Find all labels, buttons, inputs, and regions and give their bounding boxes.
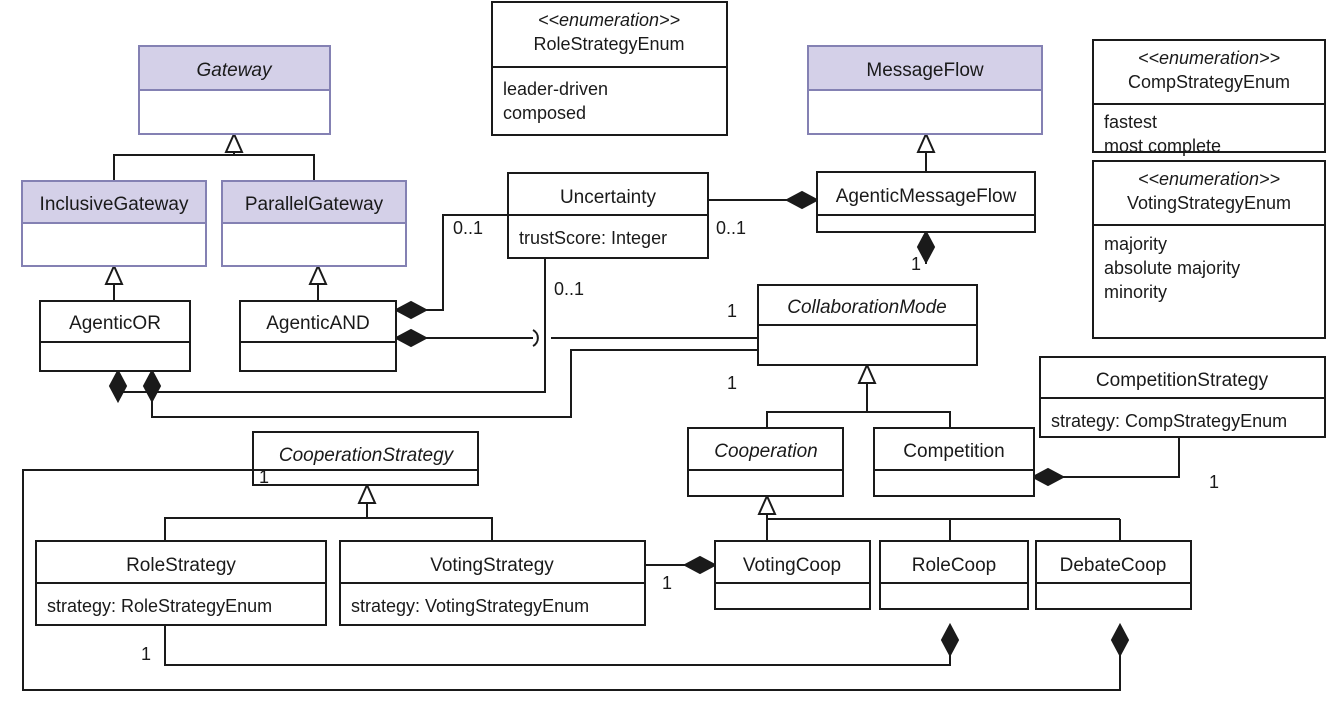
class-gateway[interactable]: Gateway	[138, 45, 331, 135]
class-competition-strategy-attribute: strategy: CompStrategyEnum	[1051, 411, 1287, 431]
composition-diamond-debatecoop-coopstrategy	[1110, 622, 1130, 658]
multiplicity-label: 1	[911, 254, 921, 274]
class-role-strategy-name: RoleStrategy	[126, 555, 236, 576]
class-agentic-and[interactable]: AgenticAND	[239, 300, 397, 372]
generalization-rolestrategy-to-coopstrategy	[164, 494, 368, 541]
enumeration-role-strategy-enum-stereotype: <<enumeration>>	[538, 10, 680, 30]
class-parallel-gateway-name: ParallelGateway	[245, 194, 384, 215]
generalization-parallel-to-gateway	[234, 154, 315, 181]
class-voting-strategy-name: VotingStrategy	[430, 555, 554, 576]
multiplicity-label: 1	[662, 573, 672, 593]
generalization-arrow-messageflow	[916, 131, 936, 153]
enumeration-role-strategy-enum[interactable]: <<enumeration>> RoleStrategyEnum leader-…	[491, 1, 728, 136]
generalization-cooperation-to-collabmode	[766, 374, 868, 437]
class-agentic-or-name: AgenticOR	[69, 313, 161, 334]
class-voting-coop[interactable]: VotingCoop	[714, 540, 871, 610]
class-agentic-message-flow-name: AgenticMessageFlow	[836, 186, 1017, 207]
class-role-coop-name: RoleCoop	[912, 555, 997, 576]
enumeration-literal: fastest	[1104, 112, 1157, 132]
multiplicity-label: 0..1	[716, 218, 746, 238]
class-agentic-and-name: AgenticAND	[266, 313, 370, 334]
enumeration-literal: leader-driven	[503, 79, 608, 99]
class-voting-strategy-attribute: strategy: VotingStrategyEnum	[351, 596, 589, 616]
markers-layer	[104, 131, 1130, 658]
class-collaboration-mode[interactable]: CollaborationMode	[757, 284, 978, 366]
composition-diamond-agenticand-collabmode	[393, 328, 429, 348]
composition-diamond-agenticor-collabmode	[142, 368, 162, 404]
class-competition-strategy-name: CompetitionStrategy	[1096, 370, 1269, 391]
enumeration-literal: minority	[1104, 282, 1167, 302]
composition-debatecoop-coopstrategy	[22, 469, 1121, 691]
class-message-flow-name: MessageFlow	[866, 60, 983, 81]
generalization-arrow-collaborationmode	[857, 362, 877, 384]
multiplicity-label: 1	[259, 467, 269, 487]
class-uncertainty-attribute: trustScore: Integer	[519, 228, 667, 248]
enumeration-literal: most complete	[1104, 136, 1221, 156]
composition-diamond-competition-strategy	[1030, 467, 1066, 487]
composition-diamond-rolecoop-rolestrategy	[940, 622, 960, 658]
generalization-arrow-cooperation	[757, 493, 777, 515]
class-uncertainty-name: Uncertainty	[560, 187, 657, 208]
composition-competition-strategy	[1048, 437, 1180, 478]
class-gateway-name: Gateway	[197, 60, 273, 81]
class-competition-strategy[interactable]: CompetitionStrategy strategy: CompStrate…	[1039, 356, 1326, 438]
enumeration-voting-strategy-enum[interactable]: <<enumeration>> VotingStrategyEnum major…	[1092, 160, 1326, 339]
multiplicity-label: 1	[727, 373, 737, 393]
enumeration-voting-strategy-enum-name: VotingStrategyEnum	[1127, 193, 1291, 213]
class-parallel-gateway[interactable]: ParallelGateway	[221, 180, 407, 267]
class-debate-coop-name: DebateCoop	[1060, 555, 1167, 576]
class-agentic-or[interactable]: AgenticOR	[39, 300, 191, 372]
class-role-coop[interactable]: RoleCoop	[879, 540, 1029, 610]
enumeration-role-strategy-enum-name: RoleStrategyEnum	[533, 34, 684, 54]
enumeration-comp-strategy-enum-name: CompStrategyEnum	[1128, 72, 1290, 92]
class-message-flow[interactable]: MessageFlow	[807, 45, 1043, 135]
multiplicity-labels-layer: 0..1 0..1 0..1 1 1 1 1 1 1 1	[141, 218, 1219, 664]
line-hop-arc	[532, 329, 539, 347]
composition-rolecoop-rolestrategy	[164, 625, 951, 666]
composition-diamond-votingcoop-votingstrategy	[682, 555, 718, 575]
class-competition-name: Competition	[903, 441, 1004, 462]
class-debate-coop[interactable]: DebateCoop	[1035, 540, 1192, 610]
composition-diamond-amf-uncertainty	[784, 190, 820, 210]
composition-diamond-agenticand-uncertainty	[393, 300, 429, 320]
enumeration-voting-strategy-enum-stereotype: <<enumeration>>	[1138, 169, 1280, 189]
multiplicity-label: 1	[141, 644, 151, 664]
generalization-arrow-parallel	[308, 263, 328, 285]
generalization-arrow-coopstrategy	[357, 482, 377, 504]
multiplicity-label: 1	[1209, 472, 1219, 492]
class-competition[interactable]: Competition	[873, 427, 1035, 497]
class-uncertainty[interactable]: Uncertainty trustScore: Integer	[507, 172, 709, 259]
class-cooperation-name: Cooperation	[714, 441, 818, 462]
class-voting-coop-name: VotingCoop	[743, 555, 841, 576]
class-inclusive-gateway-name: InclusiveGateway	[40, 194, 189, 215]
enumeration-comp-strategy-enum-stereotype: <<enumeration>>	[1138, 48, 1280, 68]
class-inclusive-gateway[interactable]: InclusiveGateway	[21, 180, 207, 267]
generalization-arrow-inclusive	[104, 263, 124, 285]
class-cooperation-strategy[interactable]: CooperationStrategy	[252, 431, 479, 486]
composition-diamond-amf-collabmode	[916, 229, 936, 265]
generalization-inclusive-to-gateway	[113, 143, 235, 181]
enumeration-literal: majority	[1104, 234, 1167, 254]
class-role-strategy-attribute: strategy: RoleStrategyEnum	[47, 596, 272, 616]
class-cooperation[interactable]: Cooperation	[687, 427, 844, 497]
class-collaboration-mode-name: CollaborationMode	[787, 297, 947, 318]
enumeration-literal: absolute majority	[1104, 258, 1240, 278]
enumeration-comp-strategy-enum[interactable]: <<enumeration>> CompStrategyEnum fastest…	[1092, 39, 1326, 156]
multiplicity-label: 1	[727, 301, 737, 321]
composition-diamond-agenticor-uncertainty	[108, 368, 128, 404]
multiplicity-label: 0..1	[554, 279, 584, 299]
composition-agenticor-collaborationmode	[151, 349, 758, 418]
enumeration-literal: composed	[503, 103, 586, 123]
generalization-votingstrategy-to-coopstrategy	[367, 517, 493, 541]
class-role-strategy[interactable]: RoleStrategy strategy: RoleStrategyEnum	[35, 540, 327, 626]
edges-layer	[22, 143, 1180, 691]
class-cooperation-strategy-name: CooperationStrategy	[279, 445, 455, 466]
class-agentic-message-flow[interactable]: AgenticMessageFlow	[816, 171, 1036, 233]
class-voting-strategy[interactable]: VotingStrategy strategy: VotingStrategyE…	[339, 540, 646, 626]
generalization-arrow-gateway	[224, 131, 244, 153]
multiplicity-label: 0..1	[453, 218, 483, 238]
